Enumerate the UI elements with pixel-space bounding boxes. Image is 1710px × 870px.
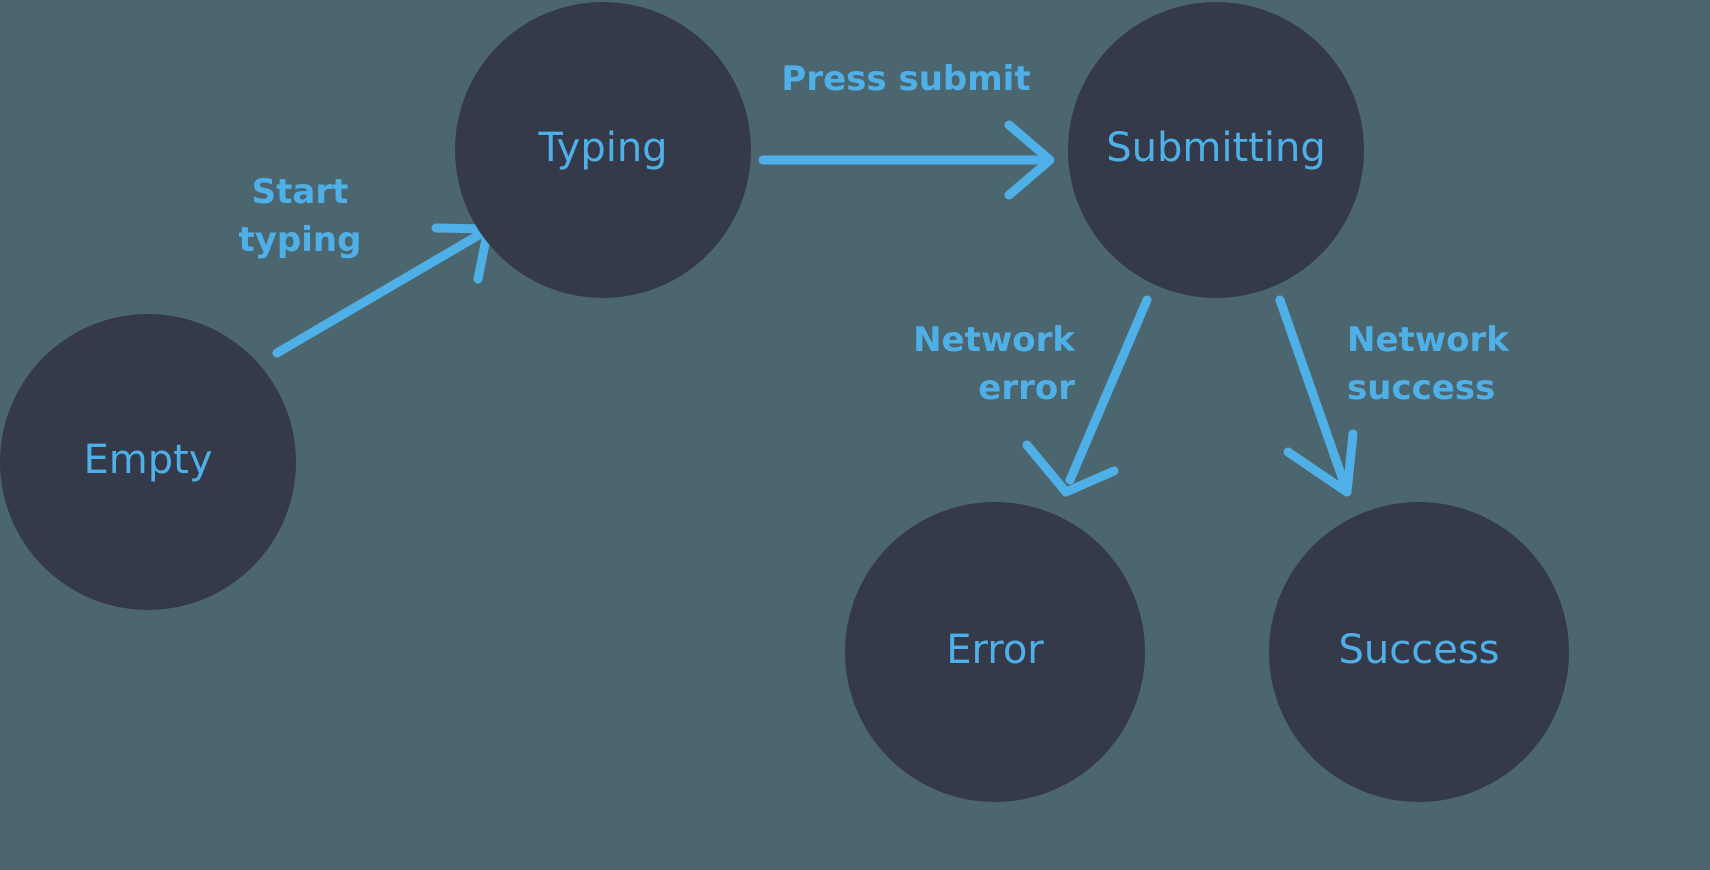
state-label-submitting: Submitting — [1106, 125, 1325, 171]
edge-label-network-error: Network error — [913, 320, 1076, 408]
state-label-success: Success — [1338, 627, 1499, 673]
state-node-empty[interactable]: Empty — [0, 314, 296, 610]
edge-network-error — [1022, 295, 1152, 497]
state-circle-error[interactable] — [845, 502, 1145, 802]
edges-layer — [272, 120, 1358, 497]
edge-label-press-submit: Press submit — [781, 59, 1030, 99]
state-node-error[interactable]: Error — [845, 502, 1145, 802]
edge-label-line: Press submit — [781, 59, 1030, 99]
edge-network-success — [1275, 295, 1358, 497]
state-circle-success[interactable] — [1269, 502, 1569, 802]
edge-label-line: Network — [1347, 320, 1510, 360]
edge-label-line: typing — [239, 220, 362, 260]
state-node-submitting[interactable]: Submitting — [1068, 2, 1364, 298]
state-circle-typing[interactable] — [455, 2, 751, 298]
edge-press-submit — [758, 120, 1055, 200]
state-circle-submitting[interactable] — [1068, 2, 1364, 298]
state-circle-empty[interactable] — [0, 314, 296, 610]
edge-label-line: success — [1347, 368, 1495, 408]
state-label-error: Error — [946, 627, 1044, 673]
arrowhead-icon-network-error — [1022, 440, 1119, 497]
arrowhead-icon-network-success — [1283, 429, 1358, 497]
edge-label-line: error — [978, 368, 1075, 408]
state-node-typing[interactable]: Typing — [455, 2, 751, 298]
arrowhead-icon-press-submit — [1004, 120, 1055, 200]
state-label-typing: Typing — [537, 125, 667, 171]
state-label-empty: Empty — [84, 437, 213, 483]
edge-label-network-success: Network success — [1347, 320, 1510, 408]
edge-line-network-error — [1065, 295, 1152, 485]
edge-label-line: Network — [913, 320, 1076, 360]
edge-label-line: Start — [252, 172, 349, 212]
edge-label-start-typing: Start typing — [239, 172, 362, 260]
state-node-success[interactable]: Success — [1269, 502, 1569, 802]
edge-line-start-typing — [272, 227, 489, 358]
edge-line-network-success — [1275, 295, 1348, 485]
